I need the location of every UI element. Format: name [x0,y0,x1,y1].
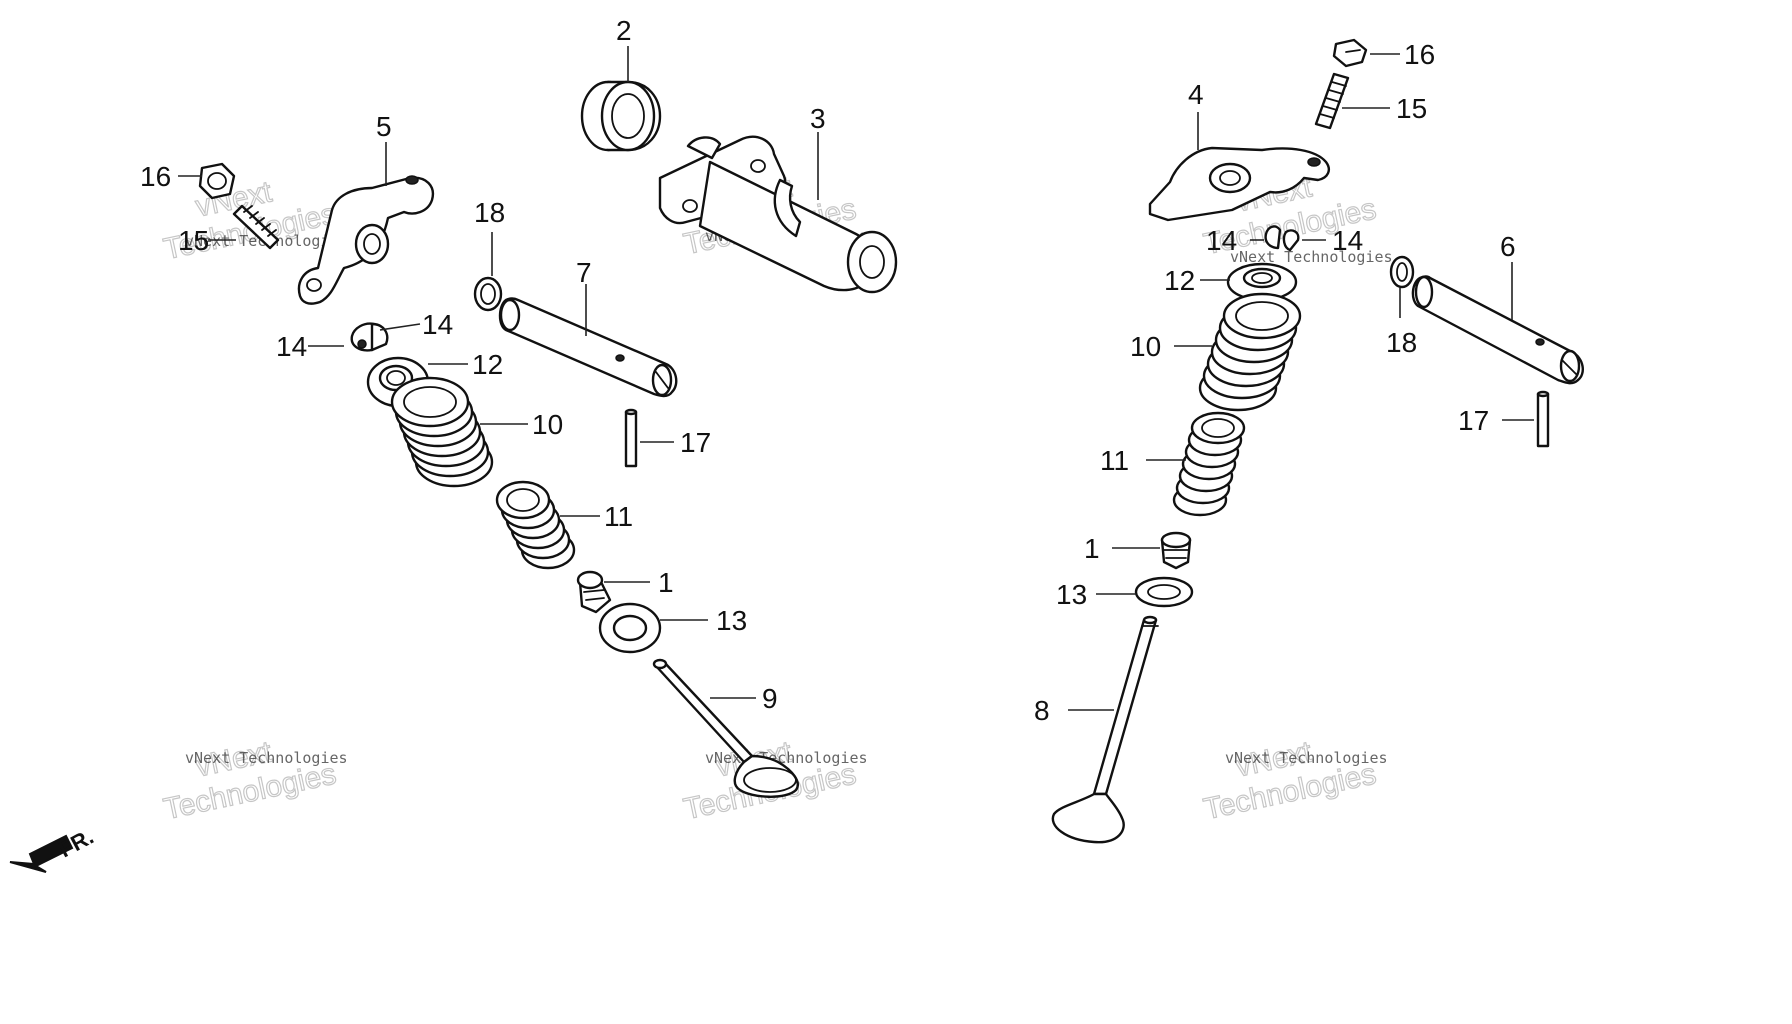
callout-15-right: 15 [1396,93,1427,124]
part-15-screw-left [208,204,280,250]
part-13-washer-left [598,602,708,654]
callout-17-left: 17 [680,427,711,458]
part-1-stem-seal-left [576,570,650,614]
part-5-rocker-arm [297,142,435,305]
callout-14-left-a: 14 [422,309,453,340]
watermark-6: vNext Technologies [1200,735,1379,827]
watermark-small-3: vNext Technologies [1230,248,1393,266]
callout-18-right: 18 [1386,327,1417,358]
callout-2: 2 [616,15,632,46]
callout-4: 4 [1188,79,1204,110]
callout-6: 6 [1500,231,1516,262]
part-11-inner-spring-right [1146,411,1246,517]
part-14-cotters-right [1250,225,1326,252]
part-15-screw-right [1314,72,1390,130]
callout-1-left: 1 [658,567,674,598]
callout-14-left-b: 14 [276,331,307,362]
part-12-retainer-right [1200,262,1298,302]
part-14-cotters-left [308,322,421,352]
part-18-oring-left [473,232,503,312]
callout-10-left: 10 [532,409,563,440]
callout-16-right: 16 [1404,39,1435,70]
callout-18-left: 18 [474,197,505,228]
part-3-camshaft [658,132,898,294]
callout-13-right: 13 [1056,579,1087,610]
part-13-washer-right [1096,576,1194,608]
callout-5: 5 [376,111,392,142]
callout-17-right: 17 [1458,405,1489,436]
callout-1-right: 1 [1084,533,1100,564]
part-10-outer-spring-right [1174,292,1302,412]
watermark-small-4: vNext Technologies [185,749,348,767]
watermark-4: vNext Technologies [160,735,339,827]
part-4-rocker-arm [1148,112,1330,222]
callout-7: 7 [576,257,592,288]
callout-10-right: 10 [1130,331,1161,362]
part-9-valve [652,658,799,798]
callout-11-left: 11 [604,501,633,532]
arrow-icon [9,834,74,873]
part-8-valve [1051,615,1159,844]
callout-12-right: 12 [1164,265,1195,296]
callout-3: 3 [810,103,826,134]
part-17-pin-left [624,408,674,468]
part-10-outer-spring-left [390,376,528,488]
watermark-small-5: vNext Technologies [705,749,868,767]
part-6-rocker-shaft [1411,262,1584,385]
callout-8: 8 [1034,695,1050,726]
callout-15-left: 15 [178,225,209,256]
part-2-bearing [580,46,662,152]
callout-9: 9 [762,683,778,714]
front-label: FR. [55,824,98,863]
part-1-stem-seal-right [1112,531,1192,570]
callout-14-right-b: 14 [1332,225,1363,256]
watermark-small-6: vNext Technologies [1225,749,1388,767]
callout-13-left: 13 [716,605,747,636]
part-18-oring-right [1389,255,1415,318]
part-11-inner-spring-left [495,480,600,570]
front-direction-arrow: FR. [9,824,98,873]
callout-16-left: 16 [140,161,171,192]
part-16-nut-left [178,162,236,200]
callout-12-left: 12 [472,349,503,380]
callout-11-right: 11 [1100,445,1129,476]
part-16-nut-right [1332,38,1400,68]
part-7-rocker-shaft [498,284,678,398]
part-17-pin-right [1502,390,1550,448]
callout-14-right-a: 14 [1206,225,1237,256]
